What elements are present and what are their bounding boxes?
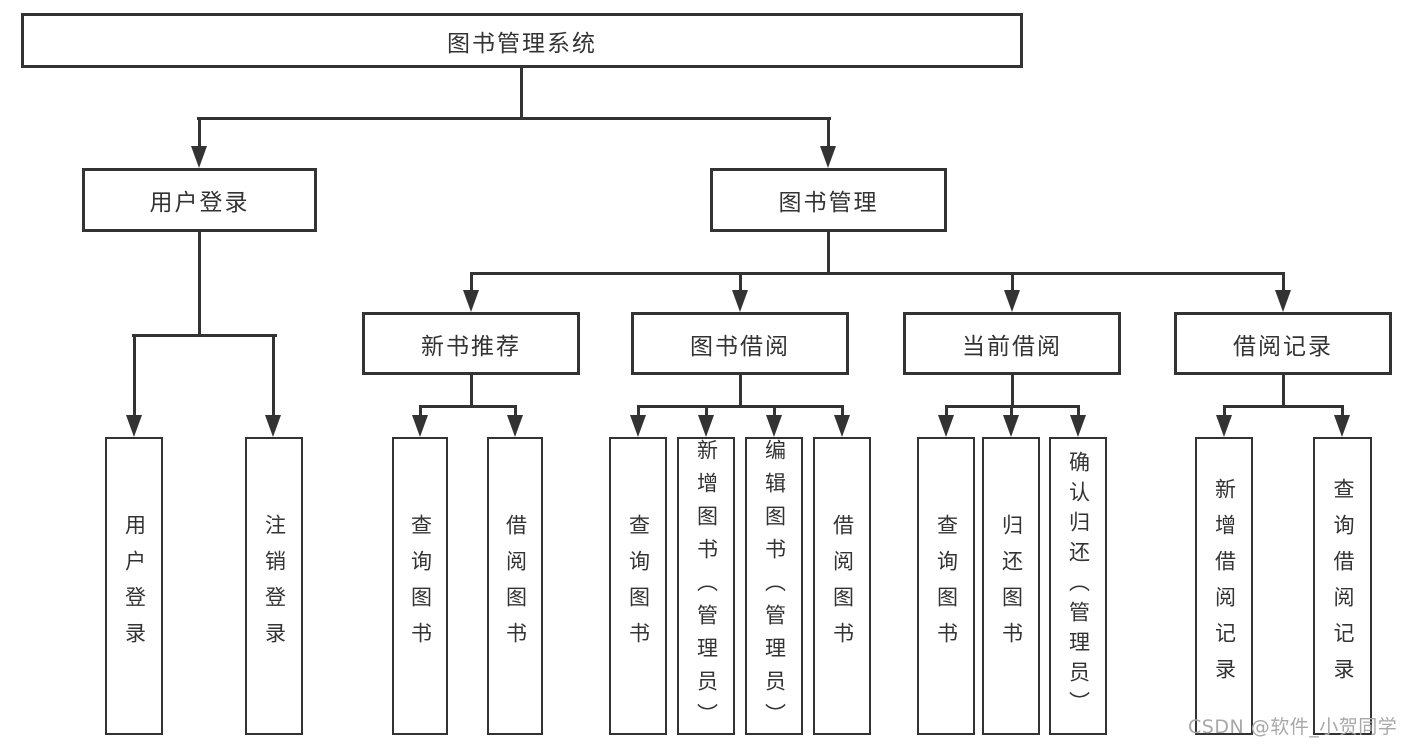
connector-line bbox=[827, 232, 830, 274]
node-br-add-record: 新增借阅记录 bbox=[1195, 437, 1253, 735]
connector-line bbox=[705, 405, 708, 419]
connector-line bbox=[470, 272, 473, 292]
node-user-login-leaf: 用户登录 bbox=[105, 437, 163, 735]
connector-line bbox=[637, 405, 844, 408]
node-br-query-record: 查询借阅记录 bbox=[1313, 437, 1372, 735]
connector-line bbox=[945, 405, 948, 419]
connector-line bbox=[520, 68, 523, 120]
connector-line bbox=[419, 405, 422, 419]
arrowhead-down-icon bbox=[698, 415, 714, 437]
node-user-login: 用户登录 bbox=[82, 168, 317, 232]
connector-line bbox=[1010, 405, 1013, 419]
connector-line bbox=[1223, 405, 1226, 419]
connector-line bbox=[637, 405, 640, 419]
connector-line bbox=[133, 334, 136, 417]
arrowhead-down-icon bbox=[1275, 290, 1291, 312]
node-logout: 注销登录 bbox=[245, 437, 303, 735]
node-bb-borrow-books: 借阅图书 bbox=[813, 437, 871, 735]
node-current-borrow: 当前借阅 bbox=[903, 312, 1121, 375]
arrowhead-down-icon bbox=[732, 290, 748, 312]
connector-line bbox=[198, 117, 201, 150]
arrowhead-down-icon bbox=[463, 290, 479, 312]
node-borrow-records: 借阅记录 bbox=[1174, 312, 1392, 375]
connector-line bbox=[514, 405, 517, 419]
connector-line bbox=[1341, 405, 1344, 419]
arrowhead-down-icon bbox=[126, 415, 142, 437]
connector-line bbox=[272, 334, 275, 417]
node-cb-confirm-return-admin: 确认归还（管理员） bbox=[1049, 437, 1107, 735]
arrowhead-down-icon bbox=[820, 146, 836, 168]
connector-line bbox=[1282, 375, 1285, 408]
arrowhead-down-icon bbox=[265, 415, 281, 437]
arrowhead-down-icon bbox=[1004, 290, 1020, 312]
connector-line bbox=[1223, 405, 1343, 408]
node-bb-edit-books-admin: 编辑图书（管理员） bbox=[745, 437, 803, 736]
connector-line bbox=[841, 405, 844, 419]
node-root: 图书管理系统 bbox=[21, 13, 1023, 68]
connector-line bbox=[739, 375, 742, 408]
arrowhead-down-icon bbox=[1070, 415, 1086, 437]
connector-line bbox=[1282, 272, 1285, 292]
node-cb-return-books: 归还图书 bbox=[982, 437, 1040, 735]
node-nbr-borrow-books: 借阅图书 bbox=[487, 437, 543, 735]
connector-line bbox=[1077, 405, 1080, 419]
connector-line bbox=[198, 232, 201, 337]
connector-line bbox=[739, 272, 742, 292]
arrowhead-down-icon bbox=[766, 415, 782, 437]
node-book-management: 图书管理 bbox=[710, 168, 947, 232]
arrowhead-down-icon bbox=[191, 146, 207, 168]
connector-line bbox=[1011, 375, 1014, 408]
arrowhead-down-icon bbox=[1003, 415, 1019, 437]
node-cb-query-books: 查询图书 bbox=[917, 437, 975, 735]
node-bb-query-books: 查询图书 bbox=[609, 437, 667, 735]
connector-line bbox=[197, 117, 831, 120]
arrowhead-down-icon bbox=[1334, 415, 1350, 437]
node-new-book-recommend: 新书推荐 bbox=[362, 312, 580, 375]
connector-line bbox=[470, 375, 473, 408]
node-book-borrow: 图书借阅 bbox=[631, 312, 849, 375]
arrowhead-down-icon bbox=[630, 415, 646, 437]
connector-line bbox=[773, 405, 776, 419]
arrowhead-down-icon bbox=[938, 415, 954, 437]
node-nbr-query-books: 查询图书 bbox=[392, 437, 448, 735]
connector-line bbox=[1011, 272, 1014, 292]
connector-line bbox=[132, 334, 277, 337]
connector-line bbox=[827, 117, 830, 150]
arrowhead-down-icon bbox=[1216, 415, 1232, 437]
connector-line bbox=[470, 272, 1284, 275]
arrowhead-down-icon bbox=[507, 415, 523, 437]
connector-line bbox=[419, 405, 517, 408]
arrowhead-down-icon bbox=[834, 415, 850, 437]
arrowhead-down-icon bbox=[412, 415, 428, 437]
watermark: CSDN @软件_小贺同学 bbox=[1188, 716, 1398, 738]
node-bb-add-books-admin: 新增图书（管理员） bbox=[677, 437, 735, 736]
